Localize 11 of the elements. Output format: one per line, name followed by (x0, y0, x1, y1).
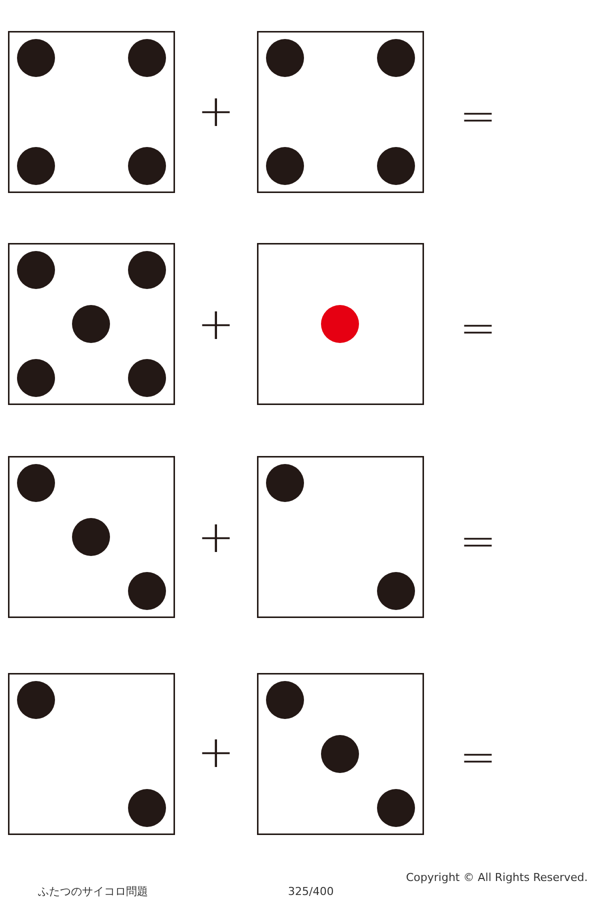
copyright-notice: Copyright © All Rights Reserved. (406, 872, 588, 882)
plus-sign: + (198, 731, 234, 775)
page-number: 325/400 (288, 886, 334, 896)
plus-sign: + (198, 516, 234, 560)
equals-sign: = (460, 520, 496, 564)
plus-sign: + (198, 90, 234, 134)
equals-sign: = (460, 736, 496, 780)
plus-sign: + (198, 303, 234, 347)
footer-title: ふたつのサイコロ問題 (38, 886, 148, 896)
equals-sign: = (460, 95, 496, 139)
equals-sign: = (460, 307, 496, 351)
